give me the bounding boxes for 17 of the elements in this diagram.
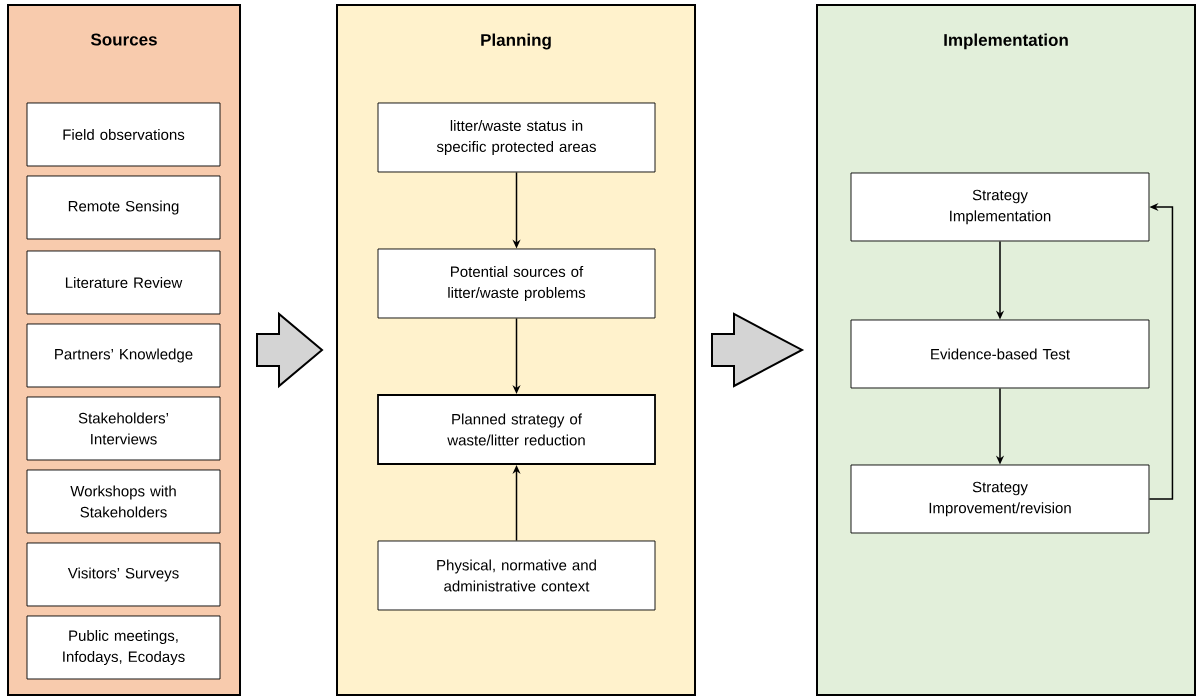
process-box: Workshops with Stakeholders <box>26 469 221 534</box>
process-box: Strategy Improvement/revision <box>850 464 1150 534</box>
block-arrow <box>256 311 324 389</box>
process-box: Evidence-based Test <box>850 319 1150 389</box>
process-box: Strategy Implementation <box>850 172 1150 242</box>
process-box: Partners’ Knowledge <box>26 323 221 388</box>
process-box: Visitors’ Surveys <box>26 542 221 607</box>
process-box: Field observations <box>26 102 221 167</box>
process-box: Physical, normative and administrative context <box>377 540 656 611</box>
process-box: Literature Review <box>26 250 221 315</box>
block-arrow <box>711 312 805 388</box>
process-box: Planned strategy of waste/litter reduction <box>377 394 656 465</box>
process-box: Public meetings, Infodays, Ecodays <box>26 615 221 680</box>
process-box: Stakeholders’ Interviews <box>26 396 221 461</box>
process-box: litter/waste status in specific protected areas <box>377 102 656 173</box>
process-box: Potential sources of litter/waste problems <box>377 248 656 319</box>
process-box: Remote Sensing <box>26 175 221 240</box>
